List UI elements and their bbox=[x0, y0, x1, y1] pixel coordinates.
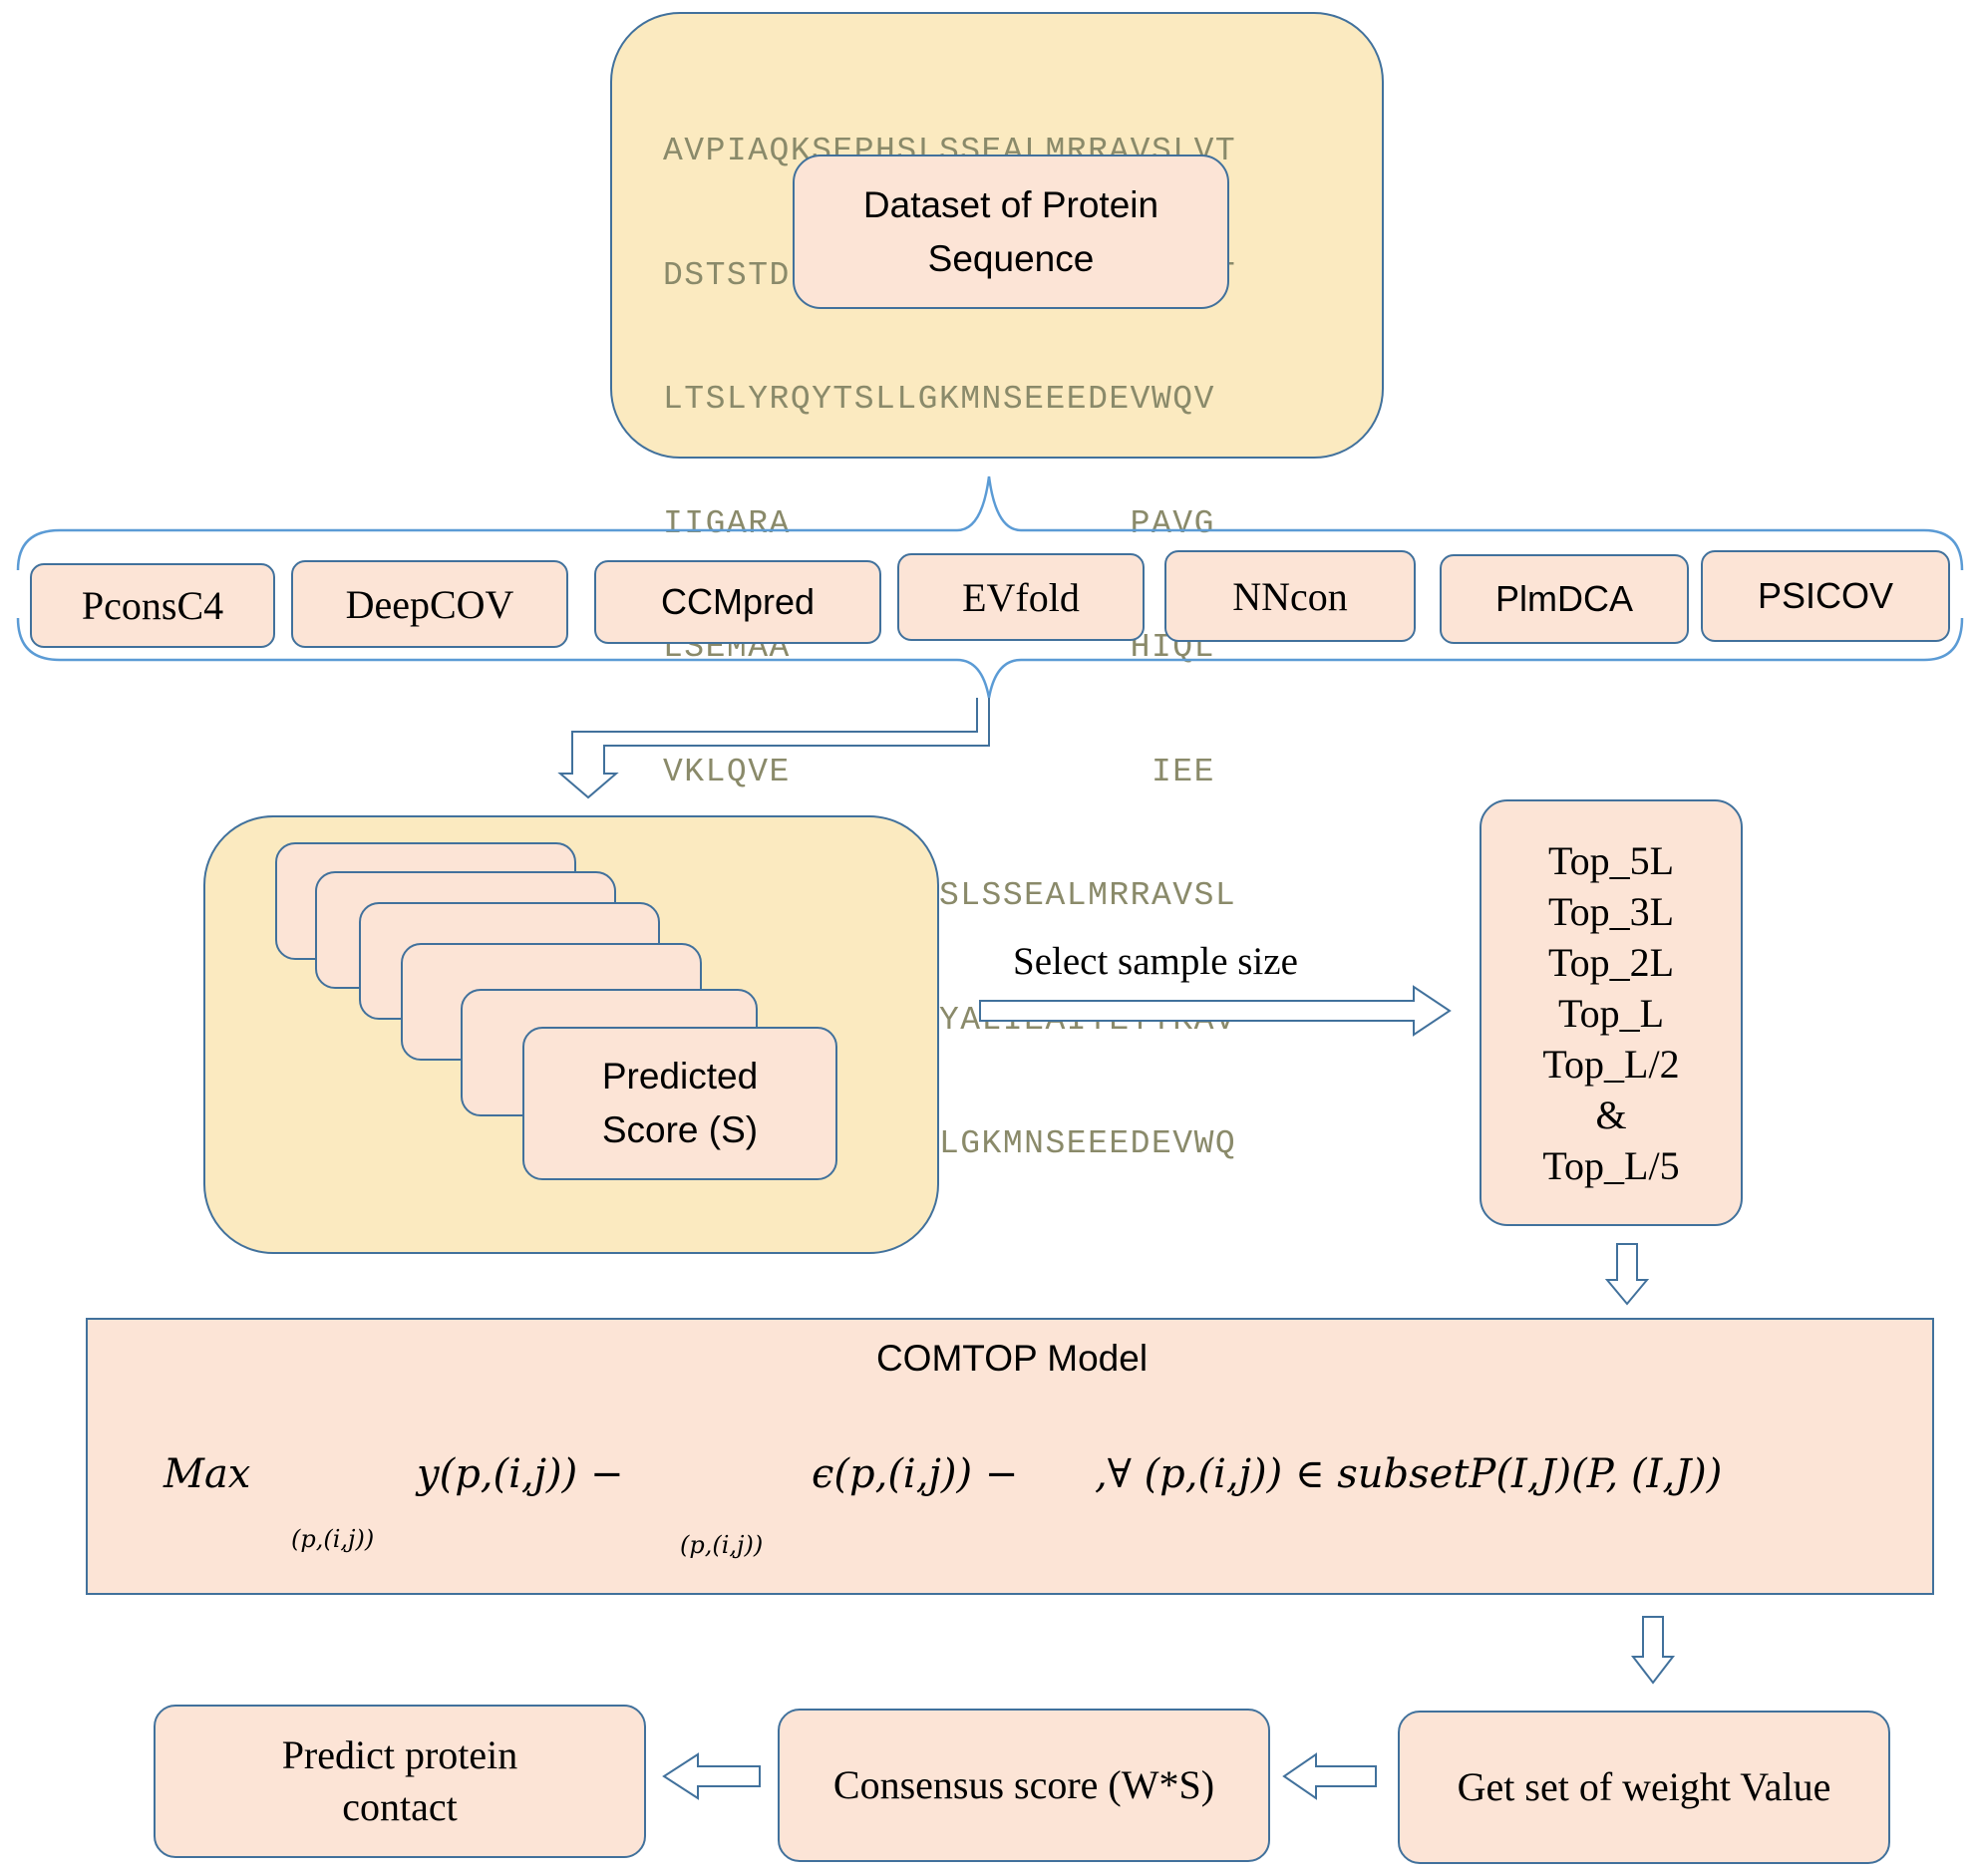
predicted-score-card: Predicted Score (S) bbox=[522, 1027, 837, 1180]
sequence-line: VKLQVE IEE bbox=[663, 753, 1215, 790]
comtop-model-box bbox=[86, 1318, 1934, 1595]
tool-plmdca: PlmDCA bbox=[1440, 554, 1689, 644]
formula-tail: ,∀ (p,(i,j)) ∈ subsetP(I,J)(P, (I,J)) bbox=[1095, 1451, 1723, 1497]
sample-size-item: & bbox=[1595, 1092, 1627, 1137]
sample-size-item: Top_L/5 bbox=[1542, 1142, 1680, 1188]
sequence-line: LTSLYRQYTSLLGKMNSEEEDEVWQV bbox=[663, 381, 1215, 418]
sample-size-box: Top_5L Top_3L Top_2L Top_L Top_L/2 & Top… bbox=[1480, 799, 1743, 1226]
formula-max: Max bbox=[164, 1451, 251, 1497]
weight-box: Get set of weight Value bbox=[1398, 1711, 1890, 1864]
consensus-box: Consensus score (W*S) bbox=[778, 1709, 1270, 1862]
sample-size-item: Top_L bbox=[1557, 990, 1665, 1036]
predict-contact-box: Predict protein contact bbox=[154, 1705, 646, 1858]
sample-size-item: Top_5L bbox=[1547, 837, 1675, 883]
model-title: COMTOP Model bbox=[875, 1338, 1149, 1379]
tool-psicov: PSICOV bbox=[1701, 550, 1950, 642]
sample-size-item: Top_3L bbox=[1547, 888, 1675, 934]
dataset-label: Dataset of Protein Sequence bbox=[793, 155, 1229, 309]
sample-size-item: Top_L/2 bbox=[1542, 1041, 1680, 1087]
tool-ccmpred: CCMpred bbox=[594, 560, 881, 644]
tool-evfold: EVfold bbox=[897, 553, 1145, 641]
formula-term1: y(p,(i,j)) − bbox=[417, 1451, 624, 1497]
formula-sub1: (p,(i,j)) bbox=[291, 1525, 375, 1553]
sample-size-item: Top_2L bbox=[1547, 939, 1675, 985]
select-sample-label: Select sample size bbox=[1013, 940, 1298, 983]
tool-nncon: NNcon bbox=[1164, 550, 1416, 642]
tool-pconsc4: PconsC4 bbox=[30, 563, 275, 648]
formula-sub2: (p,(i,j)) bbox=[680, 1531, 764, 1559]
tool-deepcov: DeepCOV bbox=[291, 560, 568, 648]
sequence-line: IIGARA PAVG bbox=[663, 504, 1215, 542]
formula-term2: ϵ(p,(i,j)) − bbox=[812, 1451, 1019, 1497]
